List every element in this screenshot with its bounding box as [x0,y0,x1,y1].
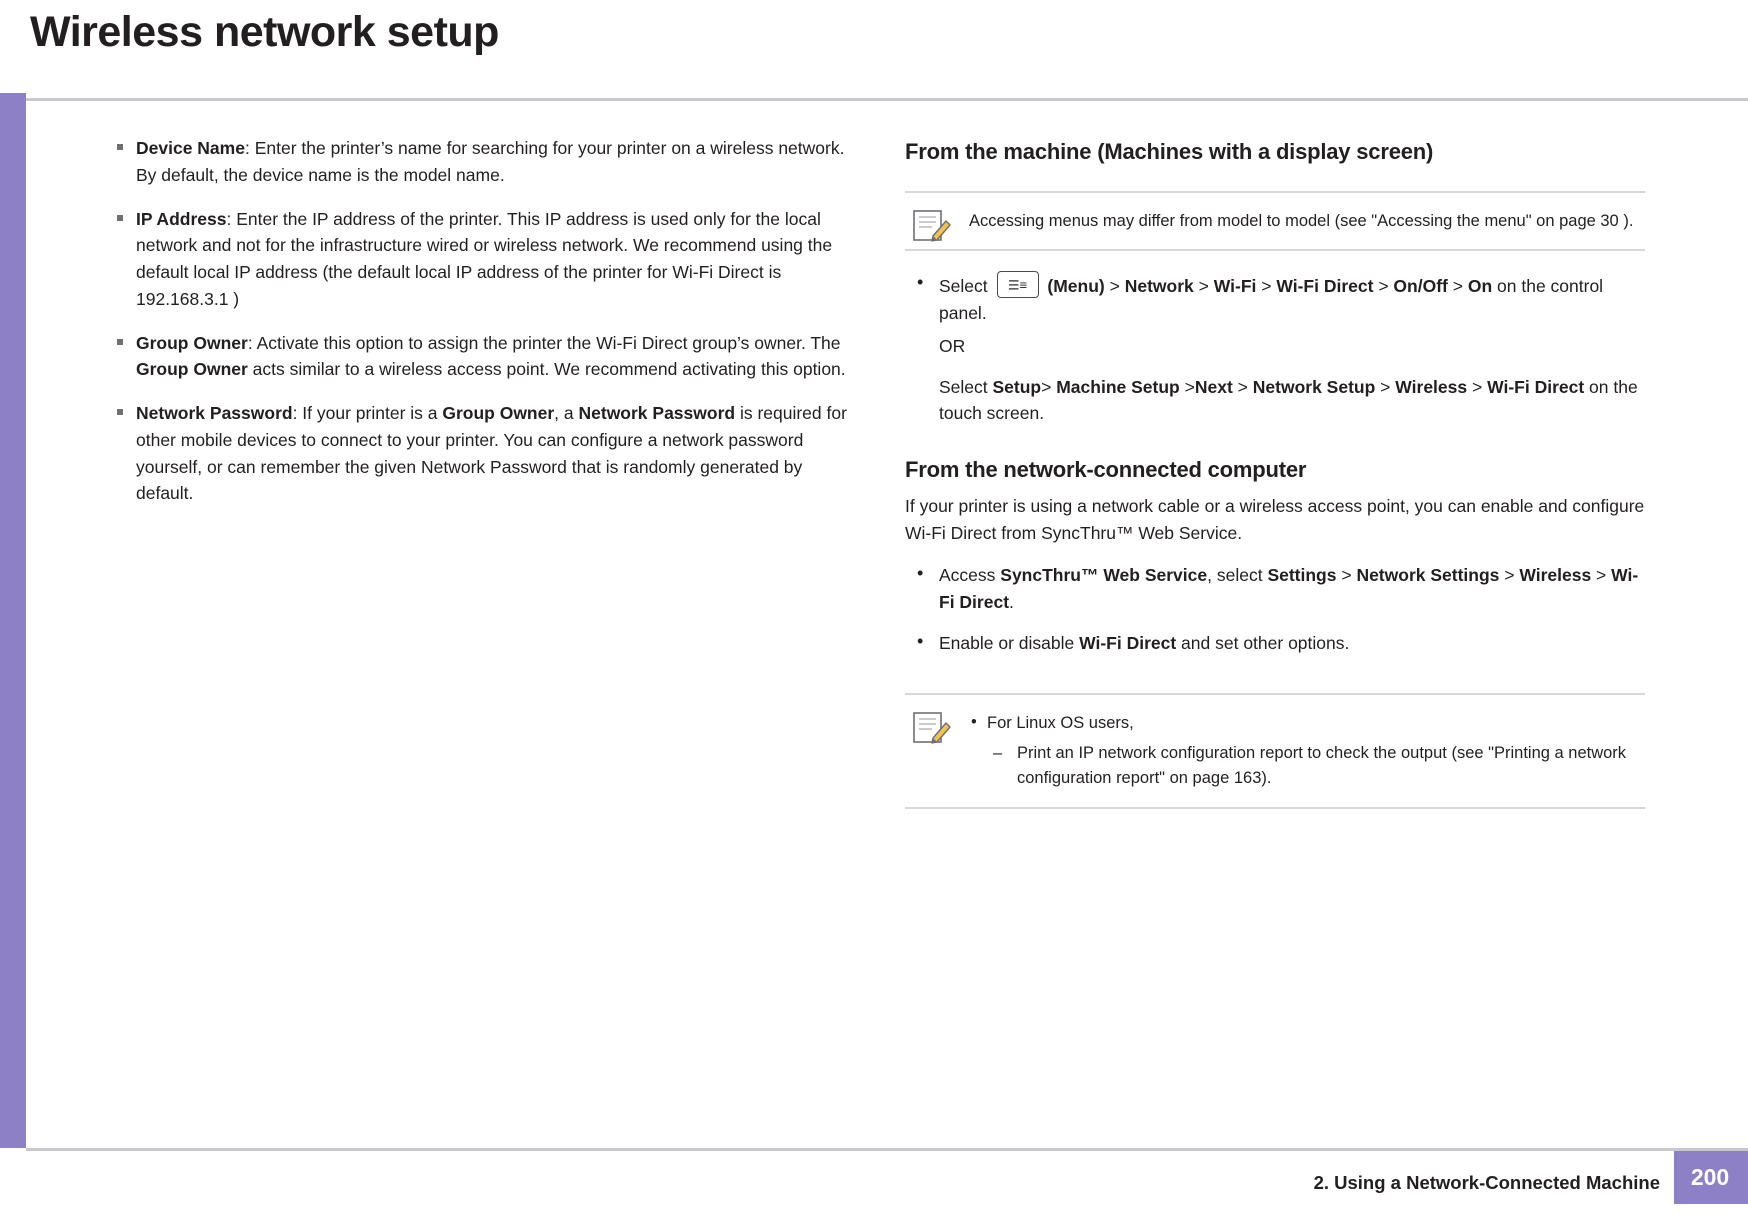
path2-next: Next [1194,376,1233,397]
note-box-accessing-menus: Accessing menus may differ from model to… [905,190,1645,252]
group-owner-term: Group Owner [136,332,248,353]
path-on-off: On/Off [1393,276,1448,297]
access-gt-1: > [1336,565,1357,586]
syncthru-label: SyncThru™ Web Service [1000,565,1208,586]
settings-label: Settings [1267,565,1337,586]
select-label: Select [939,276,988,297]
path2-wifi-direct: Wi-Fi Direct [1487,376,1585,397]
step-2-line: Select Setup> Machine Setup >Next > Netw… [939,374,1645,428]
ip-address-term: IP Address [136,208,227,229]
group-owner-text-a: : Activate this option to assign the pri… [247,332,841,353]
left-rail-top-gap [0,0,26,93]
path-wifi-direct: Wi-Fi Direct [1276,276,1374,297]
path-wifi: Wi-Fi [1213,276,1257,297]
gt2-2: > [1184,376,1195,397]
gt2-3: > [1237,376,1248,397]
path-network: Network [1124,276,1194,297]
or-label: OR [939,335,966,356]
wifi-direct-label: Wi-Fi Direct [939,565,1639,613]
right-column: From the machine (Machines with a displa… [905,135,1645,829]
wireless-label: Wireless [1519,565,1592,586]
note-pencil-icon [913,209,951,243]
menu-paren-label: (Menu) [1047,276,1105,297]
menu-key-icon: ☰≡ [996,271,1039,299]
access-end: . [1009,592,1014,613]
select-label-2: Select [939,376,993,397]
list-item: Group Owner: Activate this option to ass… [110,330,855,384]
enable-wifi-direct-label: Wi-Fi Direct [1079,632,1177,653]
network-password-bold-1: Group Owner [442,403,555,424]
page-number: 200 [1690,1164,1730,1190]
path2-setup: Setup [992,376,1042,397]
network-password-term: Network Password [136,403,293,424]
list-item-enable-disable: Enable or disable Wi-Fi Direct and set o… [905,628,1645,657]
gt-4: > [1378,276,1389,297]
step-2-tail: on the touch screen. [939,376,1638,424]
network-password-bold-2: Network Password [578,403,736,424]
note-linux-line-2: Print an IP network configuration report… [987,741,1645,791]
gt-1: > [1109,276,1120,297]
network-password-text-a: : If your printer is a [292,403,443,424]
path2-wireless: Wireless [1395,376,1468,397]
left-column: Device Name: Enter the printer’s name fo… [110,135,855,524]
access-pre: Access [939,565,1001,586]
gt2-4: > [1380,376,1391,397]
footer-bottom-spacer [0,1204,1748,1227]
access-gt-2: > [1499,565,1520,586]
gt-5: > [1452,276,1463,297]
network-settings-label: Network Settings [1356,565,1500,586]
device-name-term: Device Name [136,138,245,158]
step-1-tail: on the control panel. [939,276,1604,324]
network-password-text-b: , a [554,403,579,424]
network-password-text-c: is required for other mobile devices to … [136,403,847,504]
list-item: Device Name: Enter the printer’s name fo… [110,135,855,189]
left-accent-rail [0,0,26,1148]
enable-pre: Enable or disable [939,632,1080,653]
group-owner-text-b: acts similar to a wireless access point.… [247,359,846,380]
gt-2: > [1198,276,1209,297]
page-number-badge [1674,1151,1748,1204]
group-owner-bold-mid: Group Owner [136,359,248,380]
gt2-1: > [1041,376,1052,397]
footer-divider [26,1148,1748,1151]
gt2-5: > [1472,376,1483,397]
section-heading-from-network-computer: From the network-connected computer [905,457,1307,483]
list-item: IP Address: Enter the IP address of the … [110,206,855,313]
ip-address-text: : Enter the IP address of the printer. T… [136,208,833,309]
path2-machine-setup: Machine Setup [1056,376,1180,397]
enable-post: and set other options. [1176,632,1350,653]
path2-network-setup: Network Setup [1252,376,1376,397]
section-heading-from-the-machine: From the machine (Machines with a displa… [905,139,1434,164]
paragraph-network-computer: If your printer is using a network cable… [905,495,1645,543]
access-gt-3: > [1591,565,1612,586]
list-item-access-syncthru: Access SyncThru™ Web Service, select Set… [905,560,1645,616]
path-on: On [1467,276,1493,297]
menu-key-glyph: ☰≡ [1007,277,1028,293]
note-linux-line-1: For Linux OS users, [969,710,1645,736]
note-box-linux-users: For Linux OS users, Print an IP network … [905,692,1645,809]
page-title: Wireless network setup [30,8,499,56]
note-text-accessing-menus: Accessing menus may differ from model to… [969,211,1634,230]
gt-3: > [1261,276,1272,297]
footer-chapter-label: 2. Using a Network-Connected Machine [1313,1172,1660,1193]
list-item-select-menu-path: Select ☰≡ (Menu) > Network > Wi-Fi > Wi-… [905,269,1645,428]
note-pencil-icon [913,711,951,745]
access-mid: , select [1207,565,1268,586]
title-divider [26,98,1748,101]
device-name-text: : Enter the printer’s name for searching… [136,138,845,185]
left-rail-color-block [0,93,26,1148]
list-item: Network Password: If your printer is a G… [110,400,855,507]
